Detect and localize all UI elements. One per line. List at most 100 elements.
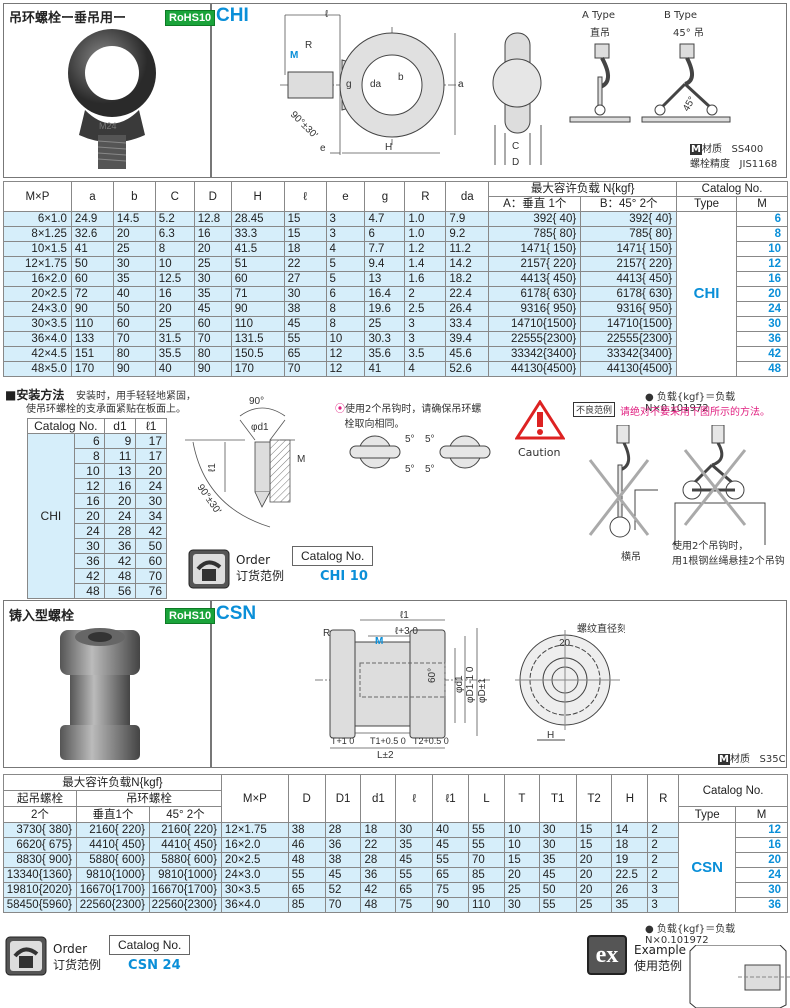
table-cell: 2 [647, 837, 680, 853]
chi-side-view: C D [492, 32, 542, 168]
table-cell: 44130{4500} [580, 361, 678, 377]
table-cell: 8×1.25 [3, 226, 72, 242]
table-cell: 42 [135, 523, 167, 539]
table-cell: 20 [135, 463, 167, 479]
svg-text:90°: 90° [249, 396, 264, 407]
table-cell: 2 [404, 286, 447, 302]
table-cell: 10 [503, 822, 540, 838]
table-cell: 4 [404, 361, 447, 377]
svg-text:T+1 0: T+1 0 [331, 736, 354, 746]
table-cell: 8 [73, 448, 105, 464]
table-cell: 20 [503, 867, 540, 883]
table-cell: 28.45 [230, 211, 285, 227]
table-cell: 10 [503, 837, 540, 853]
load-header: 最大容许负载 N{kgf} [488, 181, 678, 197]
material-value: SS400 [731, 144, 764, 155]
table-cell: 131.5 [230, 331, 285, 347]
table-cell: 9316{ 950} [580, 301, 678, 317]
column-header: R [404, 181, 447, 212]
bad-example-drawing [588, 425, 766, 545]
table-cell: 30 [503, 897, 540, 913]
svg-text:H: H [385, 142, 392, 153]
table-cell: 26.4 [445, 301, 490, 317]
svg-text:φD1-1 0: φD1-1 0 [465, 666, 476, 703]
eye-bolt-header: 吊环螺栓 [75, 790, 222, 807]
table-cell: 6178{ 630} [580, 286, 678, 302]
table-cell: 48 [73, 583, 105, 599]
catalog-no-box: Catalog No. [292, 546, 374, 566]
table-cell: 22560{2300} [75, 897, 150, 913]
table-cell: 5 [325, 256, 366, 272]
table-cell: 6 [73, 433, 105, 449]
install-header-catalog: Catalog No. [27, 418, 105, 434]
table-cell: 1.6 [404, 271, 447, 287]
table-cell: 90 [432, 897, 470, 913]
svg-text:螺纹直径刻印: 螺纹直径刻印 [577, 622, 625, 635]
table-cell: 48 [287, 852, 326, 868]
table-cell: 33.3 [230, 226, 285, 242]
table-cell: 17 [135, 448, 167, 464]
table-cell: 60 [112, 316, 156, 332]
table-cell: 12.5 [154, 271, 195, 287]
column-header: ℓ1 [432, 774, 470, 823]
table-cell: 16×2.0 [220, 837, 289, 853]
header-row: 起吊螺栓吊环螺栓 [3, 790, 788, 807]
table-cell: 40 [112, 286, 156, 302]
table-cell: 70 [283, 361, 327, 377]
catalog-no-box: Catalog No. [109, 935, 191, 955]
table-cell: 15 [503, 852, 540, 868]
table-cell: 11 [103, 448, 137, 464]
table-cell: 2160{ 220} [75, 822, 150, 838]
table-cell: 6×1.0 [3, 211, 72, 227]
table-cell: 90 [70, 301, 114, 317]
table-cell: 52.6 [445, 361, 490, 377]
table-cell: 38 [283, 301, 327, 317]
table-cell: 55 [468, 837, 505, 853]
table-cell: 28 [324, 822, 362, 838]
table-cell: 20 [154, 301, 195, 317]
table-cell: 30 [538, 822, 577, 838]
install-note: 安装时，用手轻轻地紧固， [76, 391, 196, 402]
load-subheader: B：45° 2个 [580, 196, 678, 212]
column-header: T1 [538, 774, 577, 823]
table-cell: 22.4 [445, 286, 490, 302]
table-cell: 75 [395, 897, 434, 913]
table-cell: 60 [193, 316, 232, 332]
table-cell: 8 [154, 241, 195, 257]
table-cell: 3 [404, 316, 447, 332]
csn-product-title: 铸入型螺栓 [9, 609, 75, 624]
table-cell: 27 [283, 271, 327, 287]
table-cell: 18 [283, 241, 327, 257]
table-cell: 36×4.0 [3, 331, 72, 347]
conversion-note: ● 负载{kgf}＝负载N×0.101972 [645, 924, 736, 946]
svg-text:φd1: φd1 [454, 675, 465, 693]
column-header: e [325, 181, 366, 212]
table-cell: 26 [611, 882, 649, 898]
table-cell: 5880{ 600} [148, 852, 222, 868]
column-header: M×P [220, 774, 289, 823]
column-header: d1 [360, 774, 397, 823]
table-cell: 33342{3400} [488, 346, 582, 362]
table-cell: 24 [103, 508, 137, 524]
table-cell: 72 [70, 286, 114, 302]
column-header: T2 [575, 774, 613, 823]
caution-icon [515, 400, 565, 440]
table-cell: 16.4 [364, 286, 406, 302]
table-cell: 1.4 [404, 256, 447, 272]
table-cell: 35 [112, 271, 156, 287]
svg-text:90°±30': 90°±30' [195, 482, 223, 516]
table-cell: 17 [135, 433, 167, 449]
table-cell: 392{ 40} [488, 211, 582, 227]
caution-label: Caution [518, 446, 561, 459]
svg-text:5°: 5° [405, 434, 415, 445]
table-cell: 65 [283, 346, 327, 362]
csn-type-label: CSN [216, 603, 257, 624]
table-cell: 28 [103, 523, 137, 539]
table-cell: 6620{ 675} [3, 837, 77, 853]
type-cell: CHI [676, 211, 737, 377]
catalog-m-cell: 48 [736, 361, 788, 377]
table-cell: 34 [135, 508, 167, 524]
precision-row: 螺栓精度 JIS1168 [690, 159, 778, 170]
